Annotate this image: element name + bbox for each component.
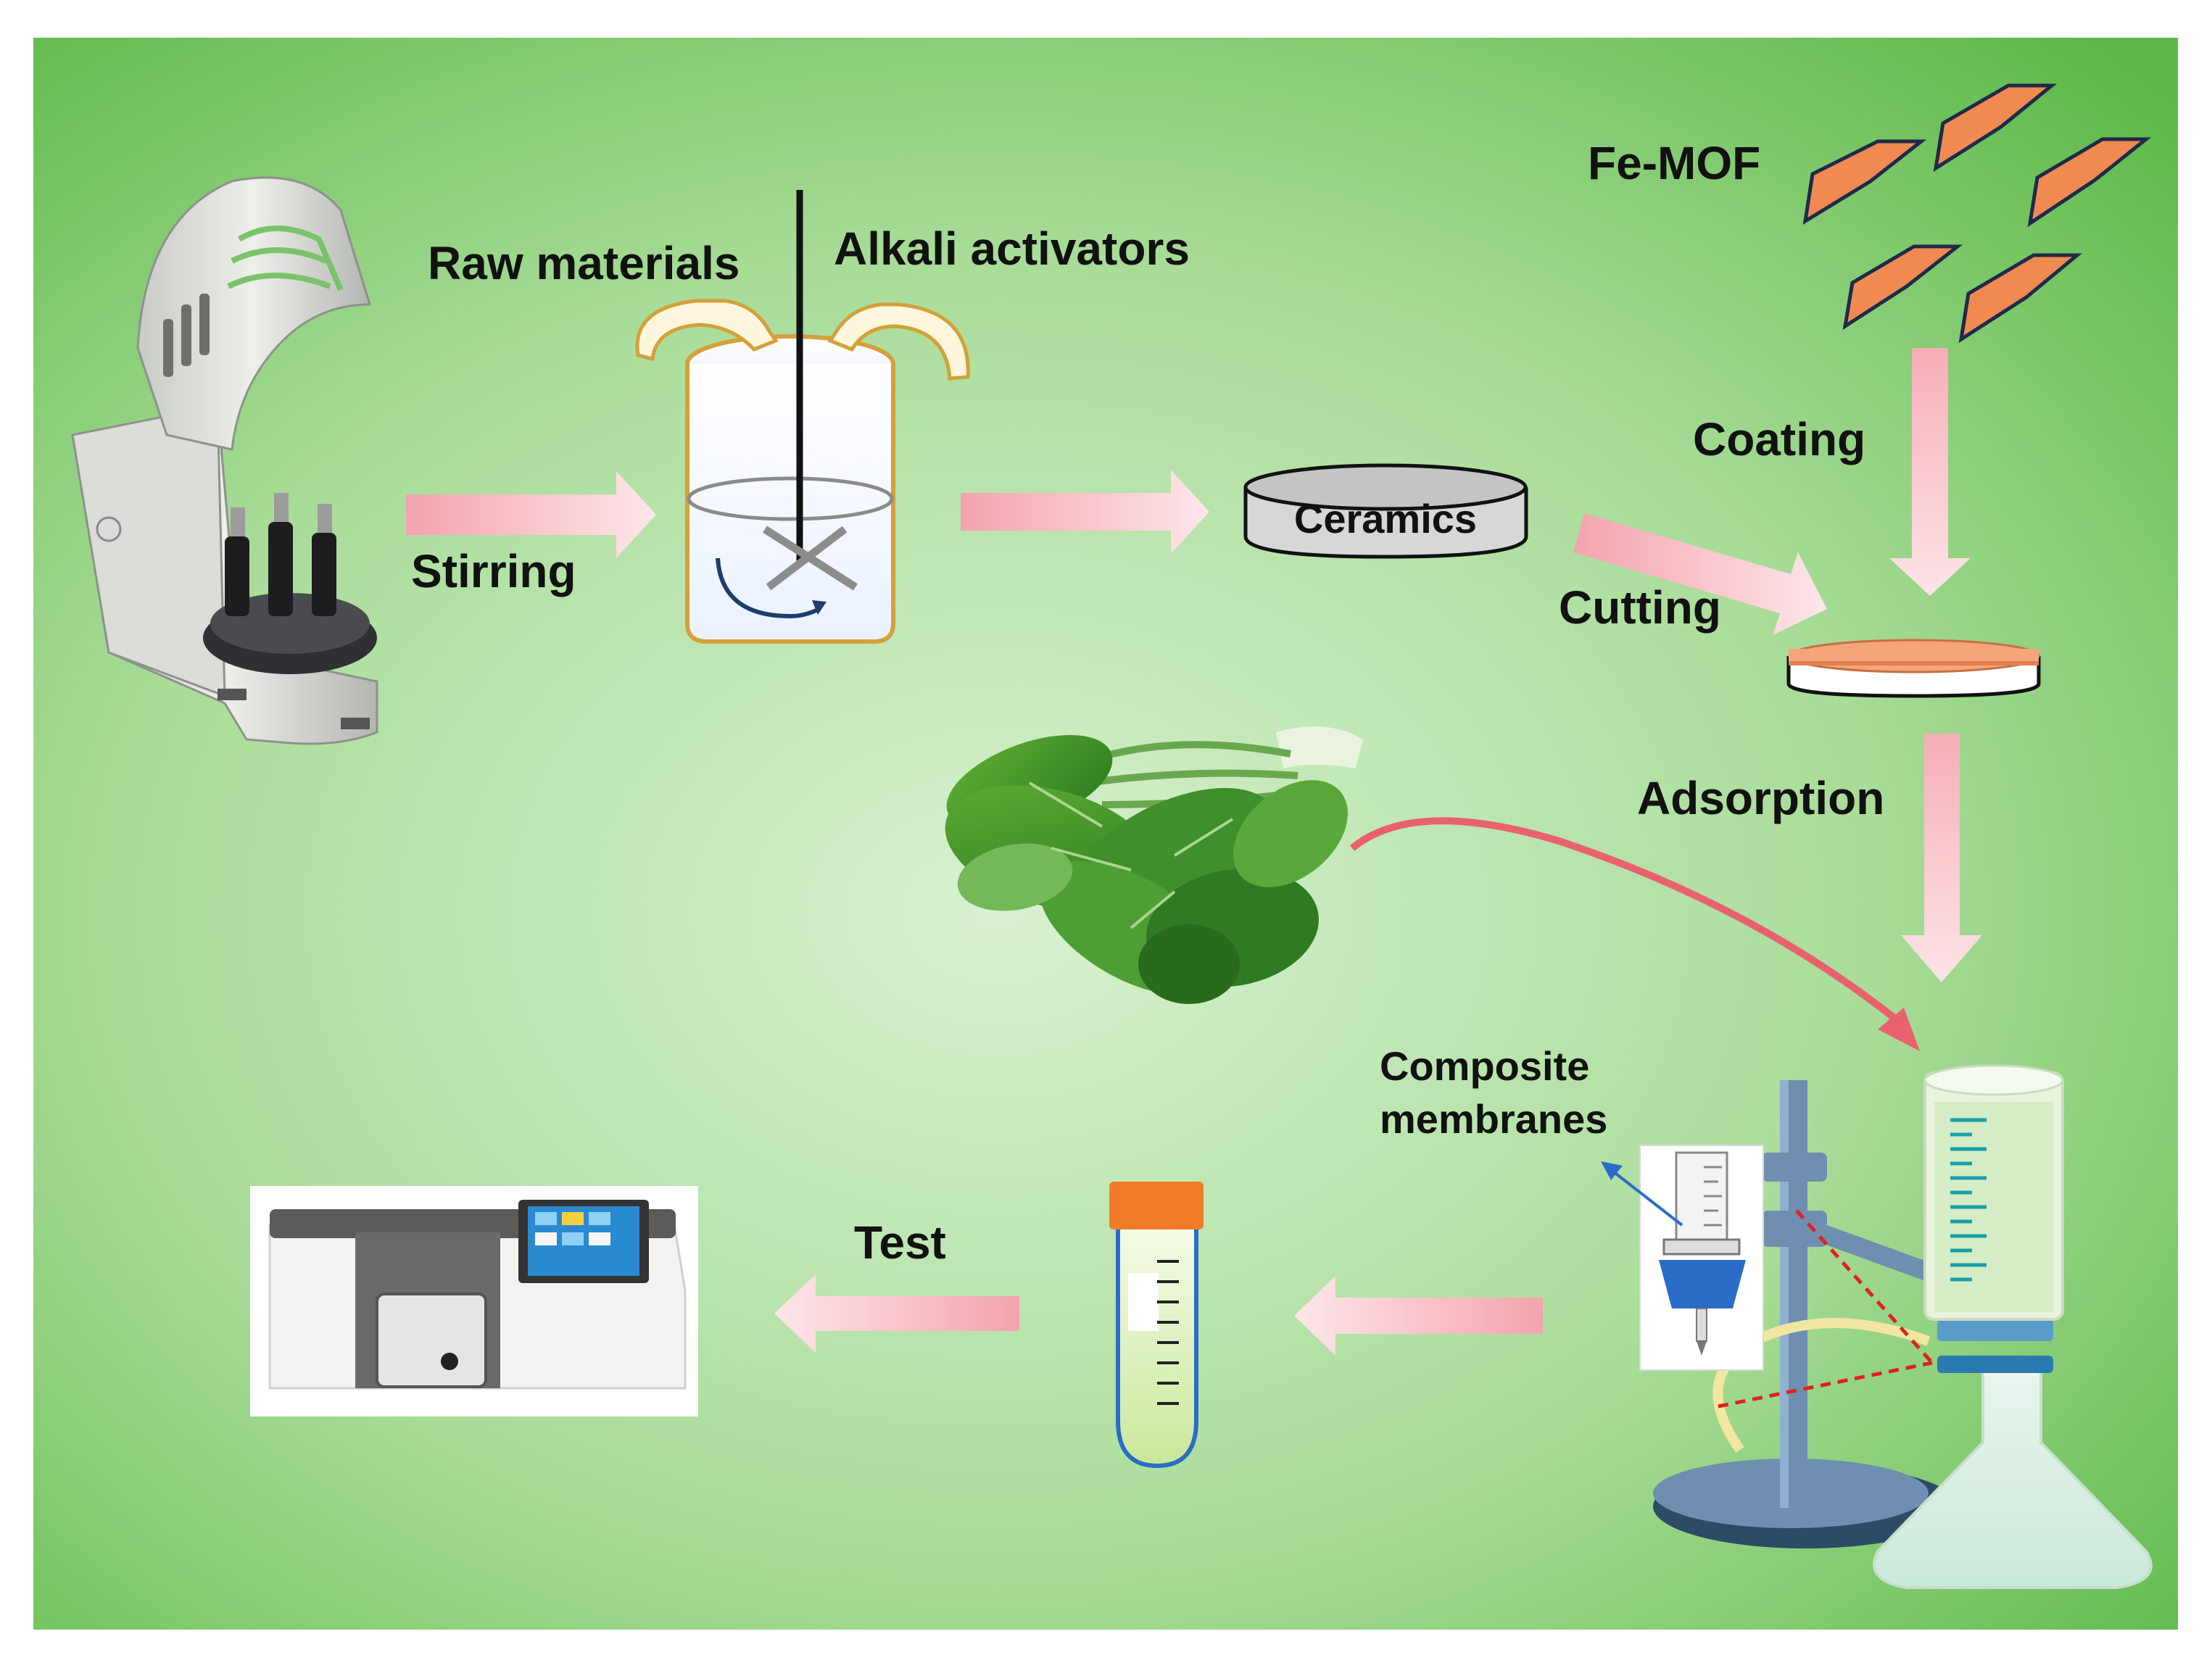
ball-mill-icon	[71, 176, 378, 745]
label-composite: Composite	[1380, 1043, 1589, 1089]
label-test: Test	[854, 1216, 946, 1269]
arrow-tube-to-spectrophotometer	[774, 1274, 1019, 1353]
label-stirring: Stirring	[411, 545, 576, 597]
spectrophotometer-icon	[250, 1186, 698, 1417]
arrow-ceramics-to-membrane	[1573, 513, 1827, 635]
fe-mof-crystals-icon	[1802, 83, 2152, 344]
arrow-beaker-to-ceramics	[961, 470, 1209, 554]
spinach-icon	[945, 726, 1363, 1004]
coated-membrane-icon	[1786, 639, 2041, 698]
label-raw-materials: Raw materials	[428, 237, 740, 289]
arrow-spinach-head	[1878, 1008, 1920, 1051]
label-alkali-activators: Alkali activators	[834, 223, 1190, 275]
tube-scale	[1157, 1260, 1179, 1405]
arrow-mill-to-beaker	[406, 471, 656, 558]
label-membranes: membranes	[1380, 1096, 1607, 1142]
ceramics-disc-icon	[1243, 463, 1528, 559]
arrow-filtration-to-tube	[1294, 1276, 1543, 1356]
label-ceramics: Ceramics	[1294, 496, 1477, 542]
cylinder-scale	[1950, 1118, 1987, 1282]
label-cutting: Cutting	[1559, 581, 1721, 634]
stirring-beaker-icon	[635, 190, 970, 644]
filtration-apparatus-icon	[1601, 1064, 2153, 1589]
arrow-adsorption-down	[1901, 734, 1982, 982]
label-fe-mof: Fe-MOF	[1588, 137, 1760, 189]
label-coating: Coating	[1693, 413, 1865, 465]
arrow-coating-down	[1889, 348, 1971, 596]
centrifuge-tube-icon	[1109, 1182, 1204, 1469]
arrow-spinach-to-filtration	[1349, 817, 1902, 1025]
label-adsorption: Adsorption	[1637, 772, 1884, 824]
